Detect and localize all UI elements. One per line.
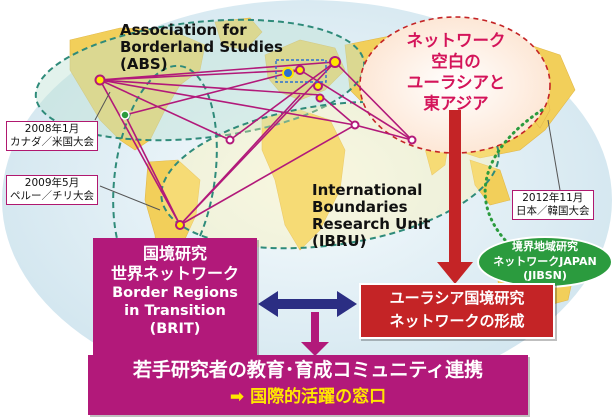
ibru-line2: Boundaries (312, 198, 408, 216)
conference-2012: 2012年11月 日本／韓国大会 (512, 190, 594, 220)
jibsn-line1: 境界地域研究 (512, 240, 578, 254)
se-asia (469, 159, 511, 206)
ibru-label: International Boundaries Research Unit (… (312, 182, 430, 250)
node-asia (407, 135, 417, 145)
brit-line2: 世界ネットワーク (110, 264, 239, 283)
abs-label: Association for Borderland Studies (ABS) (120, 22, 283, 73)
node-uk (282, 67, 294, 79)
conference-2009-place: ペルー／チリ大会 (10, 190, 94, 202)
abs-line1: Association for (120, 21, 247, 39)
north-america (69, 27, 206, 151)
pointer-2008 (94, 91, 111, 121)
node-europe-north (329, 56, 341, 68)
ibru-line4: (IBRU) (312, 232, 367, 250)
center-arrow-shaft (311, 312, 319, 346)
eurasia-line1: ユーラシア国境研究 (389, 289, 525, 307)
node-europe-west (295, 65, 305, 75)
bottom-line1: 若手研究者の教育･育成コミュニティ連携 (132, 359, 484, 381)
conference-2009-date: 2009年5月 (24, 177, 80, 189)
node-europe-central (313, 81, 323, 91)
brit-line4: in Transition (124, 303, 226, 319)
ibru-line1: International (312, 181, 423, 199)
jibsn-line3: (JIBSN) (523, 269, 567, 283)
vacant-line3: ユーラシアと (406, 73, 506, 92)
abs-line2: Borderland Studies (120, 38, 283, 56)
vacant-arrow-shaft (449, 110, 461, 268)
jibsn-badge: 境界地域研究 ネットワークJAPAN (JIBSN) (477, 236, 613, 288)
ibru-line3: Research Unit (312, 215, 431, 233)
brit-line3: Border Regions (112, 285, 238, 301)
pointer-2012 (547, 119, 561, 191)
brit-line5: (BRIT) (149, 321, 201, 337)
node-europe-south (315, 93, 325, 103)
vacant-line2: 空白の (431, 52, 481, 71)
europe-highlight (275, 59, 327, 83)
eurasia-network-box: ユーラシア国境研究 ネットワークの形成 (359, 283, 555, 339)
jibsn-dotted-link (483, 106, 547, 242)
pointer-2009 (99, 185, 161, 211)
node-middle-east (350, 120, 360, 130)
vacant-arrow-head (437, 262, 473, 284)
conference-2008-date: 2008年1月 (24, 123, 80, 135)
africa (261, 109, 346, 251)
node-south-america (175, 220, 185, 230)
vacant-line1: ネットワーク (406, 31, 506, 50)
conference-2008: 2008年1月 カナダ／米国大会 (6, 121, 98, 151)
node-mexico (120, 110, 130, 120)
center-arrow-head (301, 342, 329, 356)
node-north-america (94, 74, 106, 86)
node-atlantic (225, 135, 235, 145)
brit-line1: 国境研究 (142, 244, 207, 263)
network-nodes (94, 56, 417, 230)
conference-2012-date: 2012年11月 (522, 192, 584, 204)
greenland (214, 17, 263, 51)
jibsn-line2: ネットワークJAPAN (493, 254, 597, 268)
conference-2012-place: 日本／韓国大会 (516, 205, 590, 217)
abs-line3: (ABS) (120, 55, 168, 73)
eurasia-line2: ネットワークの形成 (389, 312, 525, 330)
conference-2009: 2009年5月 ペルー／チリ大会 (6, 175, 98, 205)
vacant-region-label: ネットワーク 空白の ユーラシアと 東アジア (381, 30, 531, 114)
double-arrow (258, 291, 357, 317)
brit-box: 国境研究 世界ネットワーク Border Regions in Transiti… (93, 238, 257, 358)
bottom-line2: ➡ 国際的活躍の窓口 (229, 387, 387, 407)
conference-2008-place: カナダ／米国大会 (10, 136, 94, 148)
americas-region (112, 64, 218, 286)
bottom-banner: 若手研究者の教育･育成コミュニティ連携 ➡ 国際的活躍の窓口 (88, 355, 528, 415)
vacant-line4: 東アジア (423, 94, 489, 113)
